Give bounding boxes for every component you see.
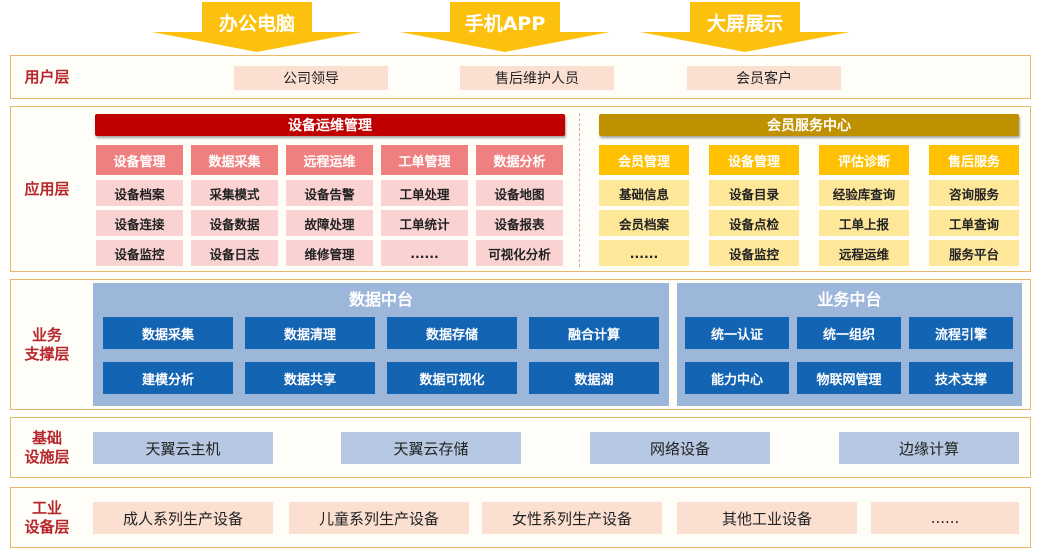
infra-layer-label: 基础 设施层	[11, 418, 83, 477]
data-platform-item: 数据存储	[387, 317, 517, 349]
member-column-head: 售后服务	[929, 145, 1019, 175]
member-column-head: 会员管理	[599, 145, 689, 175]
data-platform-item: 建模分析	[103, 362, 233, 394]
device-ops-cell: 采集模式	[191, 180, 278, 206]
industrial-item: ......	[871, 502, 1019, 534]
member-cell: 经验库查询	[819, 180, 909, 206]
device-ops-title: 设备运维管理	[95, 114, 565, 136]
user-layer: 用户层 公司领导 售后维护人员 会员客户	[10, 55, 1031, 99]
device-ops-cell: 设备报表	[476, 210, 563, 236]
user-item: 售后维护人员	[460, 66, 614, 90]
business-platform-item: 流程引擎	[909, 317, 1013, 349]
industrial-item: 成人系列生产设备	[93, 502, 273, 534]
device-ops-cell: 设备日志	[191, 240, 278, 266]
member-cell: 基础信息	[599, 180, 689, 206]
infra-item: 天翼云存储	[341, 432, 521, 464]
data-platform-item: 数据共享	[245, 362, 375, 394]
arrow-mobile-app: 手机APP	[400, 2, 610, 52]
device-ops-column-head: 工单管理	[381, 145, 468, 175]
support-layer-label-line: 业务	[31, 325, 62, 344]
industrial-item: 女性系列生产设备	[482, 502, 662, 534]
device-ops-cell: ......	[381, 240, 468, 266]
member-column-head: 评估诊断	[819, 145, 909, 175]
industrial-equipment-layer: 工业 设备层 成人系列生产设备 儿童系列生产设备 女性系列生产设备 其他工业设备…	[10, 487, 1031, 548]
device-ops-cell: 可视化分析	[476, 240, 563, 266]
member-cell: 工单查询	[929, 210, 1019, 236]
business-platform-item: 统一组织	[797, 317, 901, 349]
member-column-head: 设备管理	[709, 145, 799, 175]
business-support-layer: 业务 支撑层 数据中台 数据采集 数据清理 数据存储 融合计算 建模分析 数据共…	[10, 279, 1031, 410]
user-item: 公司领导	[234, 66, 388, 90]
member-cell: 远程运维	[819, 240, 909, 266]
data-platform-item: 数据可视化	[387, 362, 517, 394]
infra-item: 网络设备	[590, 432, 770, 464]
infra-item: 天翼云主机	[93, 432, 273, 464]
business-platform-item: 统一认证	[685, 317, 789, 349]
industrial-item: 儿童系列生产设备	[289, 502, 469, 534]
member-cell: 服务平台	[929, 240, 1019, 266]
member-cell: 设备监控	[709, 240, 799, 266]
business-platform-title: 业务中台	[817, 290, 882, 309]
arrow-label: 办公电脑	[218, 12, 295, 35]
business-platform: 业务中台 统一认证 统一组织 流程引擎 能力中心 物联网管理 技术支撑	[677, 283, 1022, 406]
device-ops-column-head: 数据采集	[191, 145, 278, 175]
application-layer: 应用层 设备运维管理 设备管理 设备档案 设备连接 设备监控 数据采集 采集模式…	[10, 106, 1031, 272]
member-cell: 咨询服务	[929, 180, 1019, 206]
data-platform: 数据中台 数据采集 数据清理 数据存储 融合计算 建模分析 数据共享 数据可视化…	[93, 283, 669, 406]
device-ops-cell: 工单统计	[381, 210, 468, 236]
member-cell: 设备目录	[709, 180, 799, 206]
device-ops-cell: 设备连接	[96, 210, 183, 236]
device-ops-cell: 设备档案	[96, 180, 183, 206]
member-cell: ......	[599, 240, 689, 266]
industrial-layer-label-line: 工业	[31, 498, 62, 517]
device-ops-cell: 设备数据	[191, 210, 278, 236]
down-arrow-icon	[400, 2, 610, 52]
infrastructure-layer: 基础 设施层 天翼云主机 天翼云存储 网络设备 边缘计算	[10, 417, 1031, 478]
app-layer-label: 应用层	[24, 179, 70, 198]
device-ops-column-head: 远程运维	[286, 145, 373, 175]
user-item: 会员客户	[687, 66, 841, 90]
member-cell: 会员档案	[599, 210, 689, 236]
industrial-layer-label: 工业 设备层	[11, 488, 83, 547]
arrow-big-screen: 大屏展示	[640, 2, 850, 52]
arrow-label: 大屏展示	[706, 12, 783, 35]
device-ops-column-head: 数据分析	[476, 145, 563, 175]
industrial-layer-label-line: 设备层	[24, 517, 70, 536]
device-ops-cell: 设备监控	[96, 240, 183, 266]
down-arrow-icon	[152, 2, 362, 52]
data-platform-item: 数据采集	[103, 317, 233, 349]
member-cell: 工单上报	[819, 210, 909, 236]
data-platform-title: 数据中台	[348, 290, 413, 309]
device-ops-column-head: 设备管理	[96, 145, 183, 175]
member-cell: 设备点检	[709, 210, 799, 236]
device-ops-cell: 故障处理	[286, 210, 373, 236]
business-platform-item: 能力中心	[685, 362, 789, 394]
device-ops-cell: 设备告警	[286, 180, 373, 206]
user-layer-label: 用户层	[24, 67, 70, 86]
device-ops-cell: 维修管理	[286, 240, 373, 266]
device-ops-cell: 设备地图	[476, 180, 563, 206]
arrow-label: 手机APP	[464, 12, 546, 35]
support-layer-label-line: 支撑层	[24, 344, 70, 363]
member-center-title: 会员服务中心	[599, 114, 1019, 136]
infra-item: 边缘计算	[839, 432, 1019, 464]
infra-layer-label-line: 基础	[31, 428, 62, 447]
business-platform-item: 物联网管理	[797, 362, 901, 394]
support-layer-label: 业务 支撑层	[11, 280, 83, 409]
device-ops-cell: 工单处理	[381, 180, 468, 206]
industrial-item: 其他工业设备	[677, 502, 857, 534]
section-divider	[579, 113, 580, 267]
data-platform-item: 融合计算	[529, 317, 659, 349]
infra-layer-label-line: 设施层	[24, 447, 70, 466]
arrow-office-pc: 办公电脑	[152, 2, 362, 52]
data-platform-item: 数据清理	[245, 317, 375, 349]
business-platform-item: 技术支撑	[909, 362, 1013, 394]
data-platform-item: 数据湖	[529, 362, 659, 394]
down-arrow-icon	[640, 2, 850, 52]
